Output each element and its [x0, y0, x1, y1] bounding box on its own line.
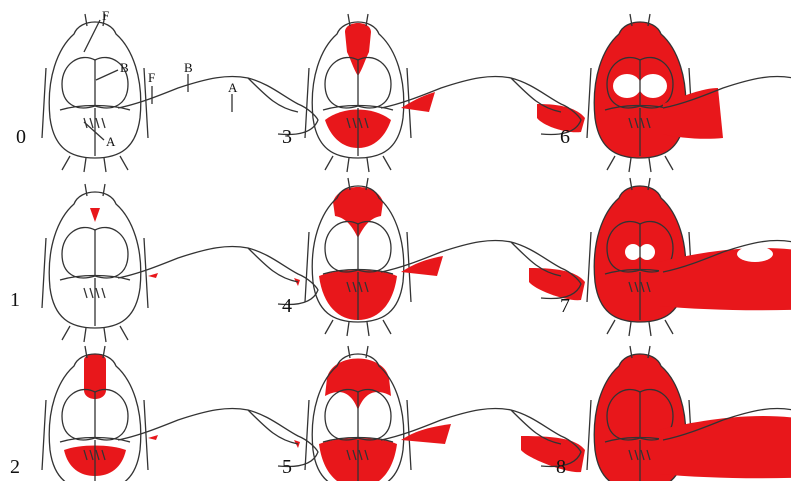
side-label-f: F	[148, 70, 155, 85]
panel-number-2: 2	[10, 457, 20, 477]
stage-panel-2	[42, 346, 318, 481]
stage-panel-4	[305, 178, 585, 336]
stage-panel-5	[305, 346, 585, 481]
dorsal-label-f: F	[102, 8, 109, 23]
dorsal-view	[305, 178, 411, 336]
dorsal-view	[587, 178, 693, 336]
side-label-a: A	[228, 80, 238, 95]
stage-panel-8	[587, 346, 791, 481]
stage-panel-0	[42, 14, 318, 172]
panel-number-4: 4	[282, 296, 292, 316]
dorsal-outline	[42, 184, 148, 342]
lateral-view	[381, 408, 585, 472]
dorsal-outline	[42, 14, 148, 172]
panel-number-7: 7	[560, 296, 570, 316]
panel-number-5: 5	[282, 457, 292, 477]
dorsal-view	[42, 346, 148, 481]
colonized-regions-side	[401, 92, 585, 132]
stage-panel-3	[305, 14, 585, 172]
panel-number-8: 8	[556, 457, 566, 477]
dorsal-label-b: B	[120, 60, 129, 75]
dorsal-view	[42, 184, 148, 342]
colonized-regions-side	[148, 435, 300, 448]
colonized-regions-dorsal	[90, 208, 100, 222]
colonized-regions-side	[401, 256, 585, 300]
panel-number-6: 6	[560, 127, 570, 147]
side-label-b: B	[184, 60, 193, 75]
stage-panel-1	[42, 184, 318, 342]
stage-panel-6	[587, 14, 791, 172]
dorsal-view	[42, 14, 148, 172]
lateral-view	[381, 240, 585, 300]
dorsal-view	[587, 14, 693, 172]
dorsal-view	[305, 14, 411, 172]
colonized-regions-side	[148, 273, 300, 286]
dorsal-label-a: A	[106, 134, 116, 149]
lateral-view	[381, 76, 585, 134]
panel-number-0: 0	[16, 127, 26, 147]
dorsal-view	[305, 346, 411, 481]
stage-panel-7	[587, 178, 791, 336]
panel-number-1: 1	[10, 290, 20, 310]
panel-number-3: 3	[282, 127, 292, 147]
